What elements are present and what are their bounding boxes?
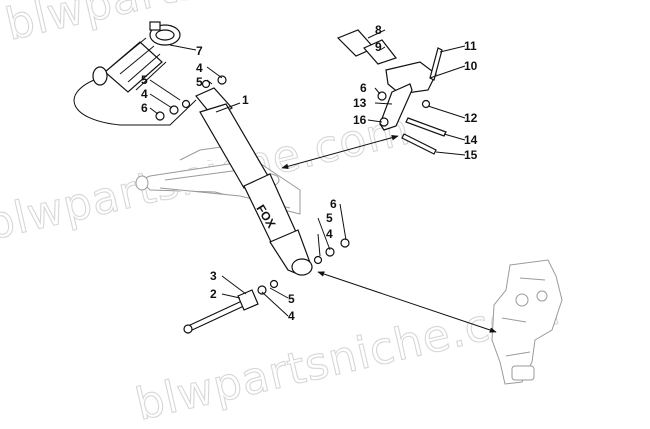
shock-absorber: FOX [195,87,313,276]
callout-13: 13 [353,96,367,110]
lower-hardware [183,238,350,334]
callout-9: 9 [375,40,382,54]
callout-6a: 6 [141,101,148,115]
leader-lines [149,29,466,317]
callout-11: 11 [464,39,477,53]
callout-4b: 4 [141,87,148,101]
callout-12: 12 [464,111,478,125]
callout-10: 10 [464,59,478,73]
callout-6c: 6 [330,197,337,211]
adjuster-linkage [336,29,447,155]
callout-5a: 5 [141,73,148,87]
callout-6b: 6 [360,81,367,95]
callout-3: 3 [210,269,217,283]
callout-8: 8 [375,23,382,37]
callout-4a: 4 [196,61,203,75]
hose-clamp [149,21,181,46]
callout-15: 15 [464,148,478,162]
arrow-shock-to-linkage [281,134,399,170]
spindle [491,259,563,385]
callout-4c: 4 [326,227,333,241]
callout-5c: 5 [326,211,333,225]
shock-reservoir [73,37,197,126]
callout-5b: 5 [196,75,203,89]
callout-1: 1 [242,93,249,107]
callout-2: 2 [210,287,217,301]
callout-7: 7 [196,44,203,58]
callout-16: 16 [353,113,367,127]
arrow-shock-to-spindle [317,271,497,333]
callout-4d: 4 [288,309,295,323]
callout-5d: 5 [288,292,295,306]
reference-arrows [281,134,497,333]
callout-labels: 1 2 3 4 4 4 4 5 5 5 5 6 6 6 7 8 9 10 11 … [141,23,478,323]
callout-14: 14 [464,133,478,147]
